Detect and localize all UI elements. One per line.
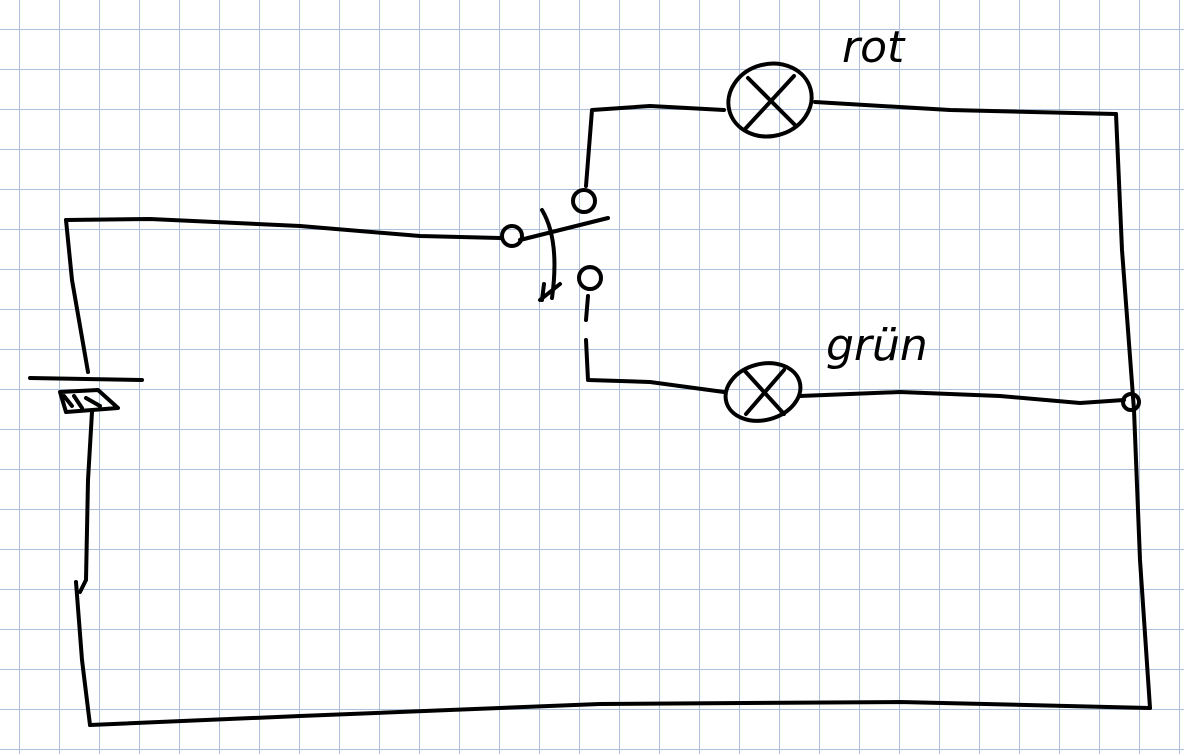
- wire-bottom-left: [74, 580, 92, 727]
- junction-node: [1121, 392, 1141, 412]
- wire-battery-bottom-lead: [78, 410, 94, 594]
- switch-direction-arrow-icon: [538, 208, 562, 302]
- wire-green-right: [798, 390, 1126, 405]
- changeover-switch: [500, 188, 610, 302]
- wire-top-right: [813, 100, 1118, 116]
- wires: [64, 100, 1152, 727]
- wire-battery-to-switch: [64, 217, 502, 240]
- lamp-rot: [726, 61, 814, 139]
- wire-battery-top-lead: [64, 218, 90, 374]
- wire-top-left: [584, 104, 726, 188]
- lamp-gruen: [723, 361, 803, 423]
- wire-bottom: [88, 700, 1152, 727]
- battery-symbol: [28, 376, 144, 414]
- label-rot: rot: [842, 22, 906, 73]
- label-gruen: grün: [826, 320, 928, 371]
- wire-green-left: [584, 294, 726, 394]
